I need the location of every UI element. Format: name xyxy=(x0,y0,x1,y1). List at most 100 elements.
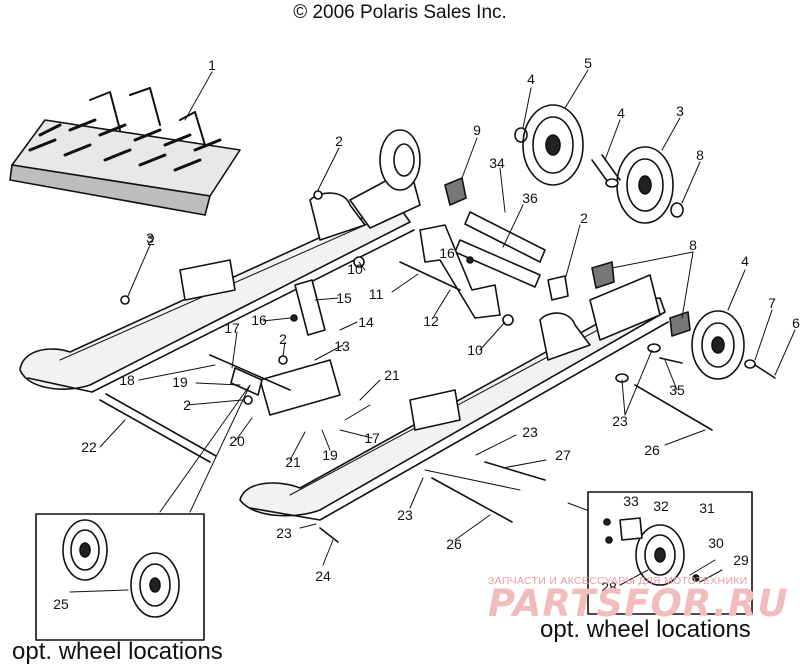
callout-label: 5 xyxy=(584,55,592,71)
callout-label: 10 xyxy=(467,342,483,358)
callout-label: 28 xyxy=(601,579,617,595)
inset-box-right xyxy=(587,491,753,615)
callout-label: 26 xyxy=(446,536,462,552)
track-part xyxy=(9,87,241,216)
opt-wheel-label-left: opt. wheel locations xyxy=(12,638,223,665)
link-15 xyxy=(294,279,326,336)
callout-label: 15 xyxy=(336,290,352,306)
cross-shaft-9 xyxy=(464,211,546,263)
scissor-arm xyxy=(419,224,501,319)
callout-label: 31 xyxy=(699,500,715,516)
watermark-logo: PARTSFOR.RU xyxy=(488,582,789,625)
callout-label: 18 xyxy=(119,372,135,388)
callout-label: 7 xyxy=(768,295,776,311)
idler-wheel-right xyxy=(691,310,745,380)
callout-label: 36 xyxy=(522,190,538,206)
callout-label: 23 xyxy=(276,525,292,541)
callout-label: 10 xyxy=(347,261,363,277)
callout-label: 2 xyxy=(580,210,588,226)
copyright-notice: © 2006 Polaris Sales Inc. xyxy=(293,2,507,23)
left-rail xyxy=(19,167,421,393)
callout-label: 25 xyxy=(53,596,69,612)
callout-label: 2 xyxy=(279,331,287,347)
nut-2c xyxy=(278,355,288,365)
cross-shaft-34 xyxy=(454,239,541,288)
callout-label: 35 xyxy=(669,382,685,398)
bumper-top xyxy=(444,177,467,206)
link-block-13 xyxy=(259,359,341,416)
callout-label: 6 xyxy=(792,315,800,331)
callout-label: 12 xyxy=(423,313,439,329)
idler-wheel-mid xyxy=(616,146,674,224)
washer-23b xyxy=(647,343,661,353)
callout-label: 19 xyxy=(172,374,188,390)
callout-label: 21 xyxy=(384,367,400,383)
callout-label: 16 xyxy=(439,245,455,261)
callout-label: 20 xyxy=(229,433,245,449)
axle-18 xyxy=(209,354,291,391)
right-rail xyxy=(239,274,669,521)
bolt-24 xyxy=(319,527,339,543)
callout-label: 19 xyxy=(322,447,338,463)
washer-10b xyxy=(502,314,514,326)
callout-label: 29 xyxy=(733,552,749,568)
bolt-27 xyxy=(484,461,546,481)
callout-label: 23 xyxy=(612,413,628,429)
callout-label: 26 xyxy=(644,442,660,458)
idler-wheel-top xyxy=(522,104,584,186)
callout-label: 11 xyxy=(369,286,384,302)
washer-7 xyxy=(744,359,756,369)
callout-label: 33 xyxy=(623,493,639,509)
callout-label: 32 xyxy=(653,498,669,514)
bolt-6 xyxy=(754,364,776,379)
callout-label: 30 xyxy=(708,535,724,551)
bolt-35 xyxy=(659,357,683,364)
leader-lines xyxy=(99,69,796,566)
opt-wheel-label-right: opt. wheel locations xyxy=(540,616,751,643)
nut-2a xyxy=(313,190,323,200)
callout-label: 3 xyxy=(676,103,684,119)
callout-label: 2 xyxy=(147,232,155,248)
callout-label: 9 xyxy=(473,122,481,138)
rod-22 xyxy=(99,393,217,463)
spacer-36 xyxy=(547,275,569,301)
bumper-right xyxy=(669,311,691,337)
callout-label: 17 xyxy=(224,320,240,336)
callout-label: 8 xyxy=(696,147,704,163)
callout-label: 23 xyxy=(397,507,413,523)
callout-label: 14 xyxy=(358,314,374,330)
callout-label: 21 xyxy=(285,454,301,470)
bolt-26-top xyxy=(634,384,713,431)
bushing-19 xyxy=(230,367,263,396)
bumper-mid xyxy=(591,261,615,289)
callout-label: 27 xyxy=(555,447,571,463)
washer-right xyxy=(670,202,684,218)
callout-label: 2 xyxy=(183,397,191,413)
callout-label: 13 xyxy=(334,338,350,354)
pin-16b xyxy=(466,256,474,264)
callout-label: 3 xyxy=(146,230,154,246)
callout-label: 8 xyxy=(689,237,697,253)
left-rail-wheel xyxy=(379,129,421,191)
callout-label: 22 xyxy=(81,439,97,455)
callout-label: 4 xyxy=(617,105,625,121)
callout-label: 4 xyxy=(527,71,535,87)
link-rod-11 xyxy=(399,261,461,291)
callout-label: 4 xyxy=(741,253,749,269)
callout-label: 16 xyxy=(251,312,267,328)
callout-label: 1 xyxy=(208,57,216,73)
pin-16a xyxy=(290,314,298,322)
bolt-26-bottom xyxy=(431,477,513,523)
washer-left xyxy=(514,127,528,143)
nut-2b xyxy=(120,295,130,305)
inset-box-left xyxy=(35,513,205,641)
callout-label: 17 xyxy=(364,430,380,446)
callout-label: 34 xyxy=(489,155,505,171)
callout-label: 24 xyxy=(315,568,331,584)
callout-label: 2 xyxy=(335,133,343,149)
nut-2d xyxy=(243,395,253,405)
callout-label: 23 xyxy=(522,424,538,440)
